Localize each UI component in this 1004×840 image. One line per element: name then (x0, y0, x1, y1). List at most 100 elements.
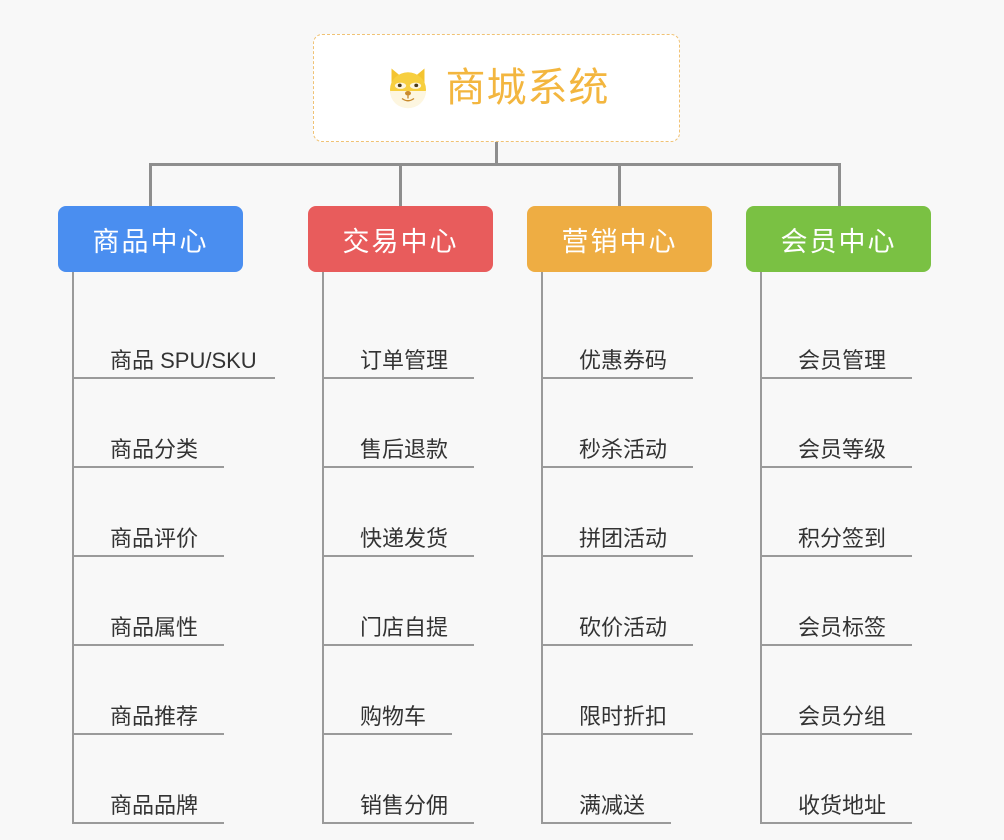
list-item-label: 商品 SPU/SKU (110, 347, 257, 373)
connector-drop-3 (618, 163, 621, 208)
list-item-label: 商品推荐 (110, 703, 199, 729)
list-item[interactable]: 秒杀活动 (541, 379, 712, 468)
list-item-label: 购物车 (360, 703, 427, 729)
root-node[interactable]: 商城系统 (313, 34, 680, 142)
list-item-underline (760, 822, 912, 824)
list-item-label: 会员等级 (798, 436, 887, 462)
branch-header-2[interactable]: 交易中心 (308, 206, 493, 272)
list-item-label: 优惠券码 (579, 347, 668, 373)
branch-header-1[interactable]: 商品中心 (58, 206, 243, 272)
branch-trunk (72, 272, 74, 824)
list-item-underline (322, 466, 474, 468)
branch-header-label: 营销中心 (561, 226, 678, 257)
list-item-underline (72, 555, 224, 557)
list-item[interactable]: 会员等级 (760, 379, 931, 468)
list-item-label: 订单管理 (360, 347, 449, 373)
list-item-label: 拼团活动 (579, 525, 668, 551)
list-item-label: 商品分类 (110, 436, 199, 462)
list-item-underline (760, 377, 912, 379)
list-item-label: 销售分佣 (360, 792, 449, 818)
list-item-underline (322, 555, 474, 557)
list-item[interactable]: 购物车 (322, 646, 493, 735)
list-item[interactable]: 商品评价 (72, 468, 263, 557)
list-item-label: 商品评价 (110, 525, 199, 551)
list-item[interactable]: 商品品牌 (72, 735, 263, 824)
list-item-underline (541, 644, 693, 646)
list-item[interactable]: 商品属性 (72, 557, 263, 646)
list-item[interactable]: 会员管理 (760, 290, 931, 379)
list-item[interactable]: 商品 SPU/SKU (72, 290, 275, 379)
list-item-underline (541, 377, 693, 379)
list-item[interactable]: 商品推荐 (72, 646, 263, 735)
branch-column-4: 会员中心 会员管理 会员等级 积分签到 会员标签 会员分组 (746, 206, 931, 824)
list-item-label: 收货地址 (798, 792, 887, 818)
list-item-label: 售后退款 (360, 436, 449, 462)
branch-items-2: 订单管理 售后退款 快递发货 门店自提 购物车 销售分佣 (322, 272, 493, 824)
branch-header-label: 交易中心 (342, 226, 459, 257)
branch-column-3: 营销中心 优惠券码 秒杀活动 拼团活动 砍价活动 限时折扣 (527, 206, 712, 824)
list-item-underline (72, 822, 224, 824)
list-item-underline (541, 555, 693, 557)
list-item[interactable]: 会员标签 (760, 557, 931, 646)
root-title: 商城系统 (445, 66, 610, 110)
list-item[interactable]: 拼团活动 (541, 468, 712, 557)
list-item-label: 会员分组 (798, 703, 887, 729)
branch-header-label: 会员中心 (780, 226, 897, 257)
list-item[interactable]: 会员分组 (760, 646, 931, 735)
connector-drop-1 (149, 163, 152, 208)
shiba-dog-face-icon (384, 64, 432, 112)
list-item[interactable]: 商品分类 (72, 379, 263, 468)
connector-horizontal-bus (150, 163, 840, 166)
branch-header-3[interactable]: 营销中心 (527, 206, 712, 272)
list-item[interactable]: 积分签到 (760, 468, 931, 557)
branch-items-1: 商品 SPU/SKU 商品分类 商品评价 商品属性 商品推荐 商品品牌 (72, 272, 275, 824)
list-item-underline (541, 822, 671, 824)
list-item[interactable]: 收货地址 (760, 735, 931, 824)
list-item[interactable]: 满减送 (541, 735, 712, 824)
list-item-label: 会员管理 (798, 347, 887, 373)
list-item-underline (322, 733, 452, 735)
root-node-content: 商城系统 (384, 64, 610, 112)
branch-column-1: 商品中心 商品 SPU/SKU 商品分类 商品评价 商品属性 商品推荐 (58, 206, 275, 824)
list-item-underline (760, 733, 912, 735)
list-item[interactable]: 优惠券码 (541, 290, 712, 379)
list-item[interactable]: 限时折扣 (541, 646, 712, 735)
list-item-underline (72, 466, 224, 468)
branch-items-3: 优惠券码 秒杀活动 拼团活动 砍价活动 限时折扣 满减送 (541, 272, 712, 824)
list-item-label: 快递发货 (360, 525, 449, 551)
list-item-label: 满减送 (579, 792, 646, 818)
list-item-underline (322, 644, 474, 646)
connector-drop-2 (399, 163, 402, 208)
list-item-label: 门店自提 (360, 614, 449, 640)
list-item-label: 商品品牌 (110, 792, 199, 818)
branch-items-4: 会员管理 会员等级 积分签到 会员标签 会员分组 收货地址 (760, 272, 931, 824)
connector-drop-4 (838, 163, 841, 208)
list-item-label: 商品属性 (110, 614, 199, 640)
list-item-label: 积分签到 (798, 525, 887, 551)
list-item[interactable]: 售后退款 (322, 379, 493, 468)
branch-header-4[interactable]: 会员中心 (746, 206, 931, 272)
list-item[interactable]: 砍价活动 (541, 557, 712, 646)
list-item-underline (541, 733, 693, 735)
connector-root-stem (495, 142, 498, 165)
branch-trunk (541, 272, 543, 824)
list-item-underline (72, 733, 224, 735)
list-item-label: 秒杀活动 (579, 436, 668, 462)
list-item-underline (72, 644, 224, 646)
list-item-underline (322, 377, 474, 379)
branch-trunk (760, 272, 762, 824)
list-item-underline (72, 377, 275, 379)
list-item-label: 会员标签 (798, 614, 887, 640)
list-item[interactable]: 销售分佣 (322, 735, 493, 824)
list-item[interactable]: 快递发货 (322, 468, 493, 557)
list-item-underline (760, 466, 912, 468)
list-item-label: 限时折扣 (579, 703, 668, 729)
list-item-underline (760, 644, 912, 646)
list-item[interactable]: 门店自提 (322, 557, 493, 646)
list-item-underline (541, 466, 693, 468)
branch-header-label: 商品中心 (92, 226, 209, 257)
list-item-underline (322, 822, 474, 824)
list-item[interactable]: 订单管理 (322, 290, 493, 379)
branch-column-2: 交易中心 订单管理 售后退款 快递发货 门店自提 购物车 (308, 206, 493, 824)
